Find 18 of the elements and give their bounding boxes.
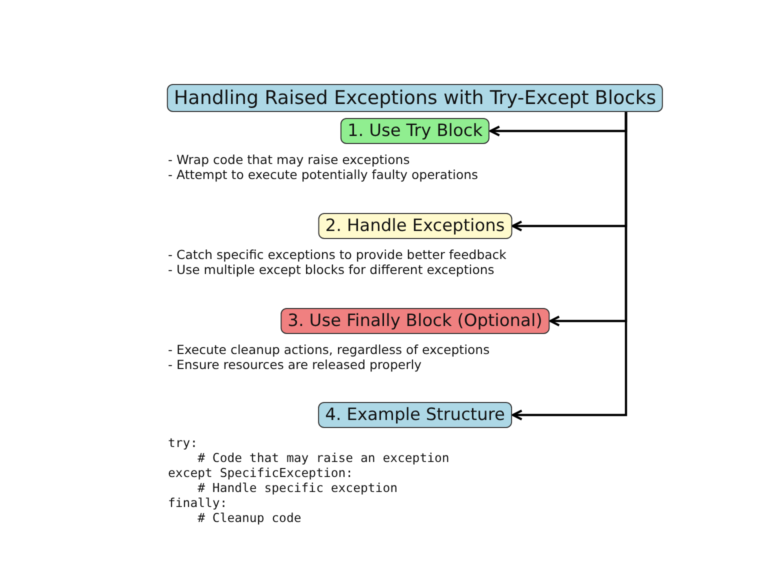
title-box: Handling Raised Exceptions with Try-Except Blocks — [166, 84, 664, 112]
step-box: 1. Use Try Block — [340, 118, 490, 144]
bullet-text: - Catch specific exceptions to provide better feedback — [168, 247, 506, 262]
code-line: finally: — [168, 496, 228, 511]
code-line: # Handle specific exception — [196, 481, 398, 496]
bullet-text: - Use multiple except blocks for different exceptions — [168, 262, 494, 277]
code-line: # Cleanup code — [196, 511, 302, 526]
bullet-text: - Attempt to execute potentially faulty operations — [168, 167, 478, 182]
bullet-text: - Wrap code that may raise exceptions — [168, 152, 410, 167]
step-box: 4. Example Structure — [318, 402, 512, 428]
step-box: 3. Use Finally Block (Optional) — [280, 308, 550, 334]
code-line: except SpecificException: — [168, 466, 354, 481]
code-line: try: — [168, 436, 198, 451]
step-box: 2. Handle Exceptions — [318, 213, 512, 239]
arrow — [512, 112, 628, 420]
bullet-text: - Ensure resources are released properly — [168, 357, 422, 372]
code-line: # Code that may raise an exception — [196, 451, 450, 466]
bullet-text: - Execute cleanup actions, regardless of exceptions — [168, 342, 490, 357]
